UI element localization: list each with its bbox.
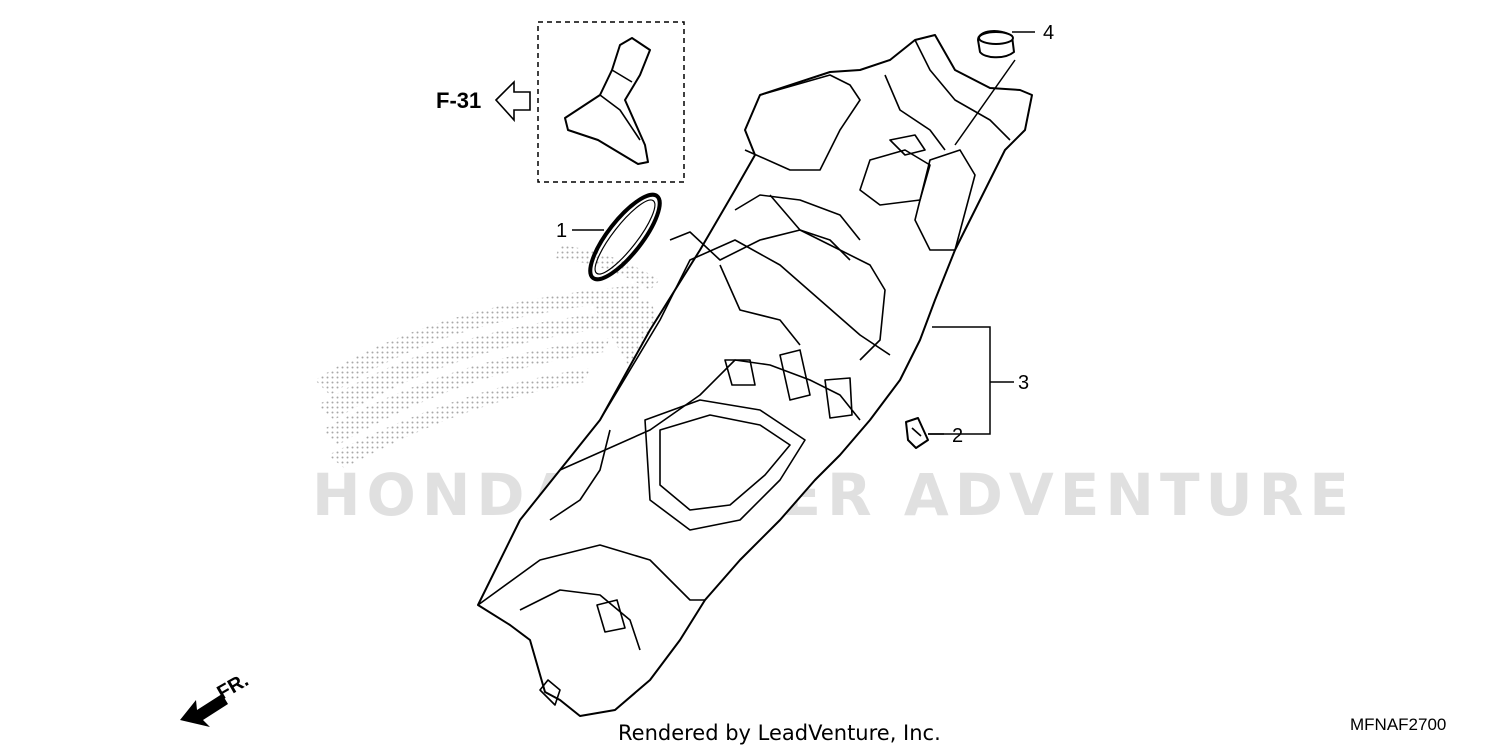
front-direction-indicator: FR.: [180, 669, 252, 727]
reference-arrow[interactable]: F-31: [436, 80, 531, 123]
grommet-part-4: [977, 30, 1015, 59]
callout-4[interactable]: 4: [1043, 22, 1054, 44]
diagram-code: MFNAF2700: [1350, 715, 1446, 734]
clip-part-2: [905, 417, 929, 449]
leader-lines: [572, 31, 1035, 435]
reference-label[interactable]: F-31: [436, 88, 481, 113]
footer-credit: Rendered by LeadVenture, Inc.: [618, 721, 941, 745]
reference-detail-box: [537, 21, 685, 183]
callout-1[interactable]: 1: [556, 220, 567, 242]
hollow-left-arrow-icon: [494, 80, 531, 123]
callout-2[interactable]: 2: [952, 425, 963, 447]
watermark-text: HONDA POWER ADVENTURE: [312, 461, 1355, 529]
seal-part-1: [588, 192, 662, 282]
front-arrow-icon: [180, 694, 228, 727]
callout-3[interactable]: 3: [1018, 372, 1029, 394]
rear-fender-part-3: [477, 34, 1033, 717]
